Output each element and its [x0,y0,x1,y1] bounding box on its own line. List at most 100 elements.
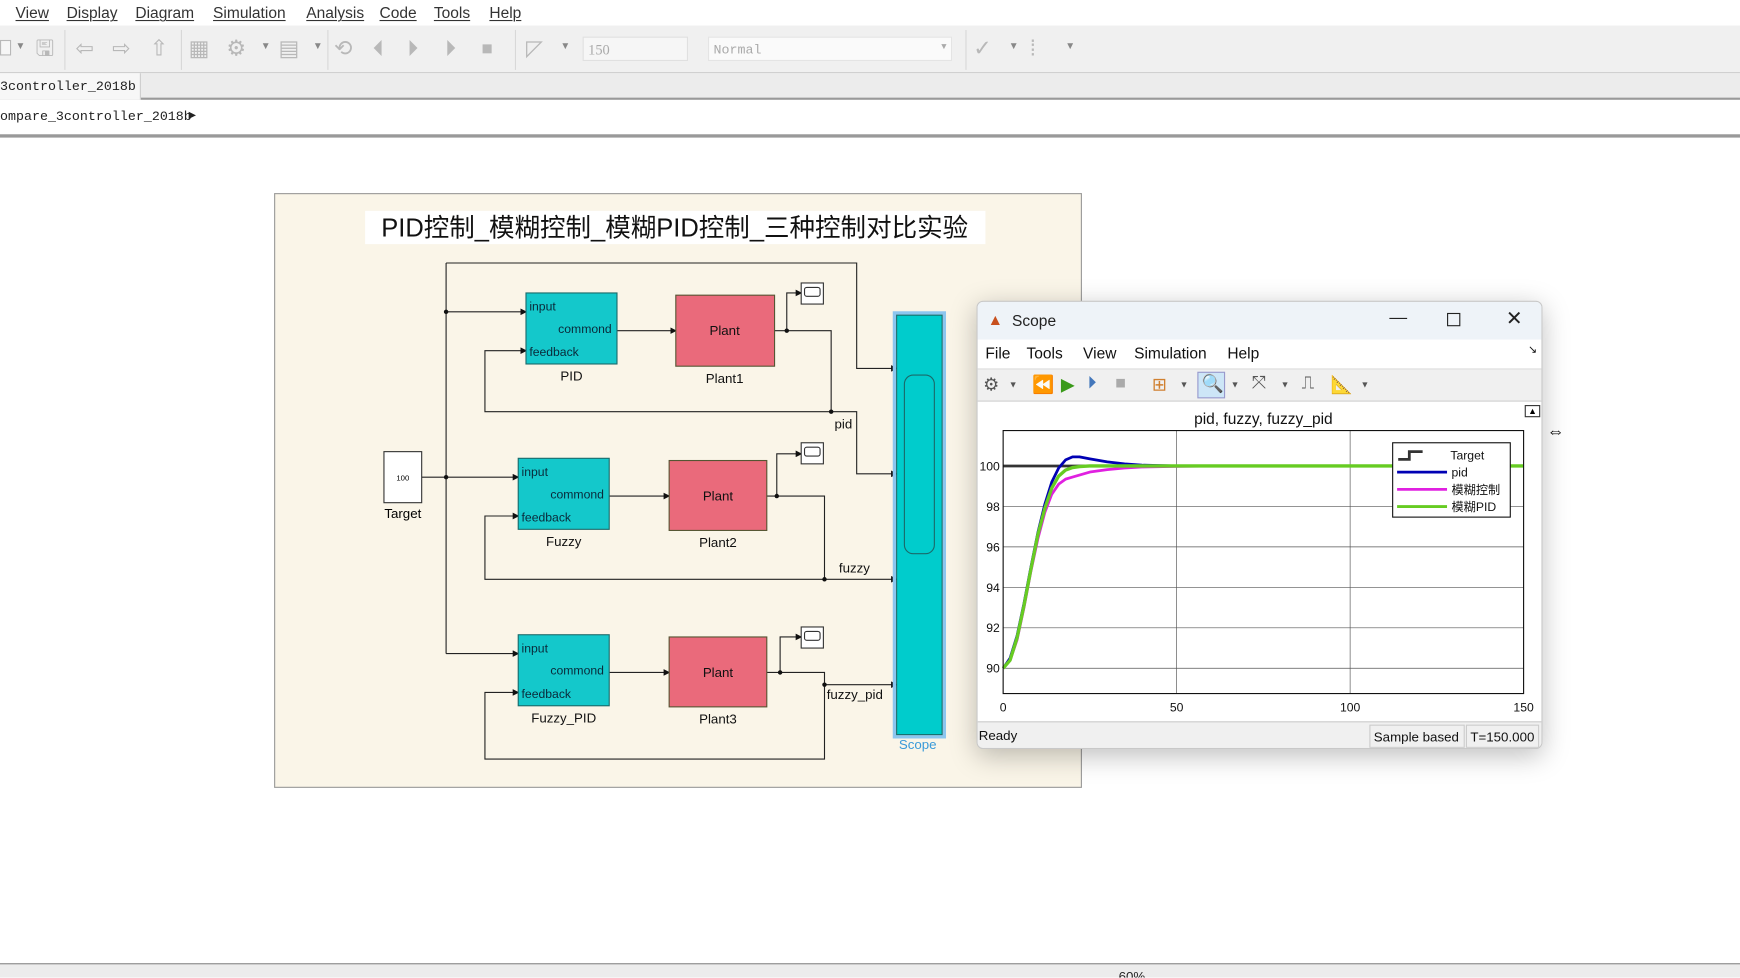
menu-analysis[interactable]: Analysis [306,3,365,22]
signal-selector-icon[interactable]: ⊞ [1151,376,1167,396]
triggers-icon[interactable]: ⎍ [1301,373,1315,393]
scope-menu-file[interactable]: File [985,344,1011,362]
plant2-block[interactable]: Plant Plant2 [668,459,768,551]
scope-menu-bar: File Tools View Simulation Help ↘ [977,339,1542,369]
status-sample-mode: Sample based [1369,724,1465,748]
plant1-block[interactable]: Plant Plant1 [675,294,776,386]
target-block[interactable]: 100 Target [383,451,423,522]
menu-display[interactable]: Display [66,3,118,22]
maximize-button[interactable] [1447,312,1461,327]
run-icon[interactable]: ⏵ [407,36,419,62]
caret-right-icon[interactable]: ▶ [188,109,196,124]
separator [180,29,182,70]
breadcrumb-item[interactable]: ompare_3controller_2018b [0,108,192,125]
scope-block-small[interactable] [800,282,824,305]
forward-icon[interactable]: ⇨ [112,36,131,62]
scope-status-bar: Ready Sample based T=150.000 [977,721,1542,748]
simulation-mode-select[interactable]: Normal▼ [707,36,953,62]
chevron-down-icon[interactable]: ▼ [1280,379,1290,390]
breadcrumb: ompare_3controller_2018b ▶ [0,99,1740,138]
save-icon[interactable]: 🖫 [35,36,55,62]
scope-menu-tools[interactable]: Tools [1026,344,1063,362]
scope-block-small[interactable] [800,442,824,465]
chevron-down-icon: ▼ [941,42,947,53]
fuzzy-controller-block[interactable]: input commond feedback Fuzzy [517,457,610,549]
chevron-down-icon[interactable]: ▼ [1008,379,1018,390]
stop-icon[interactable]: ⏹ [481,36,493,62]
scope-title-bar[interactable]: ▲ Scope — ✕ [977,301,1542,340]
plant-label: Plant [709,323,740,338]
chevron-down-icon[interactable]: ▼ [312,39,323,52]
signal-label-fuzzy-pid: fuzzy_pid [827,687,883,702]
step-forward-icon[interactable]: ⏵ [1087,373,1097,393]
menu-code[interactable]: Code [379,3,417,22]
diagram-title: PID控制_模糊控制_模糊PID控制_三种控制对比实验 [381,214,968,242]
minimize-button[interactable]: — [1389,308,1408,328]
stop-icon[interactable]: ■ [1115,373,1126,393]
scope-menu-view[interactable]: View [1083,344,1117,362]
status-bar: 60% [0,963,1740,978]
separator [965,29,967,70]
signal-label-fuzzy: fuzzy [839,561,870,576]
scope-menu-simulation[interactable]: Simulation [1134,344,1207,362]
gear-icon[interactable]: ⚙ [226,36,247,62]
run-icon[interactable]: ▶ [1060,376,1075,396]
check-icon[interactable]: ✓ [973,36,992,62]
menu-view[interactable]: View [15,3,49,22]
menu-help[interactable]: Help [489,3,522,22]
block-name: Plant3 [699,712,737,727]
scope-menu-help[interactable]: Help [1227,344,1260,362]
chevron-down-icon[interactable]: ▼ [1230,379,1240,390]
chevron-down-icon[interactable]: ▼ [1008,39,1019,52]
chevron-down-icon[interactable]: ▼ [260,39,271,52]
menu-simulation[interactable]: Simulation [213,3,286,22]
signal-label-pid: pid [834,416,852,431]
library-browser-icon[interactable]: ▦ [188,36,210,62]
autoscale-icon[interactable]: ⤧ [1251,373,1266,393]
block-name: Plant2 [699,535,737,550]
dock-arrow-icon[interactable]: ↘ [1528,344,1538,357]
pid-controller-block[interactable]: input commond feedback PID [525,292,618,384]
model-tab[interactable]: 3controller_2018b [0,73,141,100]
scope-block[interactable]: Scope [892,311,947,752]
plant3-block[interactable]: Plant Plant3 [668,636,768,727]
zoom-level: 60% [1118,968,1146,978]
signal-lines [421,262,898,760]
gear-icon[interactable]: ⚙ [983,376,1000,396]
grid-icon[interactable]: ⁞ [1029,36,1036,62]
scope-block-small[interactable] [800,626,824,649]
menu-tools[interactable]: Tools [433,3,471,22]
stop-time-input[interactable]: 150 [582,36,689,62]
menu-diagram[interactable]: Diagram [135,3,195,22]
block-name: PID [560,369,582,384]
separator [514,29,517,70]
step-back-icon[interactable]: ⏴ [372,36,384,62]
update-diagram-icon[interactable]: ⟲ [334,36,353,62]
chevron-down-icon[interactable]: ▼ [1179,379,1189,390]
chevron-down-icon[interactable]: ▼ [560,39,571,52]
scope-block-name: Scope [899,737,937,752]
undock-icon[interactable]: ▲ [1524,405,1541,418]
back-icon[interactable]: ⇦ [75,36,95,62]
step-back-icon[interactable]: ⏪ [1032,376,1055,396]
port-input: input [529,300,556,314]
measurements-icon[interactable]: 📐 [1330,376,1353,396]
menu-bar: View Display Diagram Simulation Analysis… [0,0,1740,26]
toolbar: ▼ 🖫 ⇦ ⇨ ⇧ ▦ ⚙ ▼ ▤ ▼ ⟲ ⏴ ⏵ ⏵ ⏹ ◸ ▼ 150 Norma… [0,25,1740,74]
block-name: Fuzzy [546,534,582,549]
fuzzy-pid-controller-block[interactable]: input commond feedback Fuzzy_PID [517,634,610,726]
chevron-down-icon[interactable]: ▼ [1360,379,1370,390]
step-forward-icon[interactable]: ⏵ [444,36,457,62]
model-explorer-icon[interactable]: ▤ [278,36,300,62]
zoom-in-icon[interactable]: 🔍 [1197,371,1226,399]
port-feedback: feedback [529,345,579,359]
up-icon[interactable]: ⇧ [149,36,169,62]
scope-icon[interactable]: ◸ [525,36,544,62]
port-commond: commond [550,664,604,678]
scope-window: ▲ Scope — ✕ File Tools View Simulation H… [976,300,1543,750]
chevron-down-icon[interactable]: ▼ [15,39,26,52]
close-button[interactable]: ✕ [1505,307,1523,330]
chevron-down-icon[interactable]: ▼ [1065,39,1076,52]
port-feedback: feedback [522,687,572,701]
new-model-icon[interactable] [0,39,12,56]
